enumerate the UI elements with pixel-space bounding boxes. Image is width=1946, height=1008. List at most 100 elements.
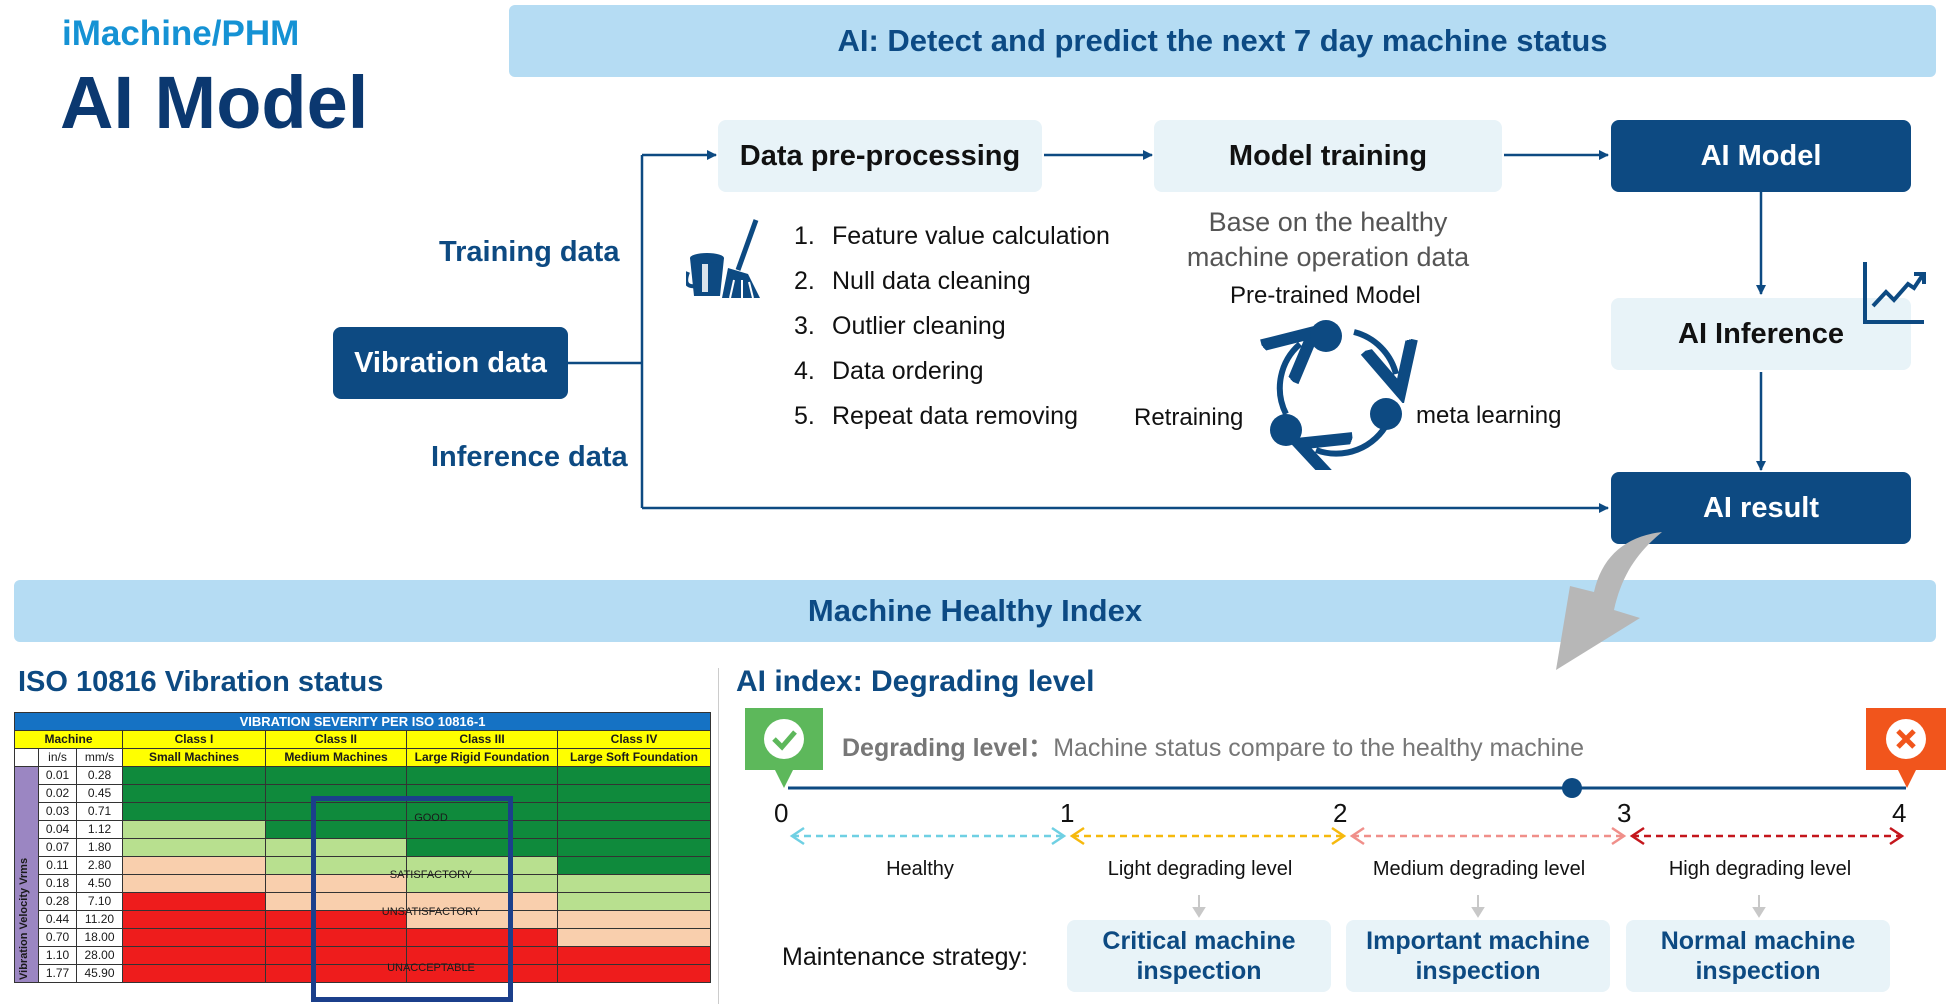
severity-cell [122,946,266,965]
mm-value: 0.71 [76,802,123,821]
zone-satisfactory: SATISFACTORY [389,869,473,881]
list-item: 2.Null data cleaning [794,267,1031,295]
arrow-head [789,826,805,846]
list-item: 1.Feature value calculation [794,222,1110,250]
zone-good: GOOD [414,812,448,824]
severity-cell [122,784,266,803]
class-desc: Large Soft Foundation [556,748,712,767]
severity-cell [265,874,407,893]
strategy-important: Important machine inspection [1346,920,1610,992]
severity-cell [406,820,558,839]
tick-label: 1 [1060,798,1075,828]
mm-value: 4.50 [76,874,123,893]
class-desc: Small Machines [122,748,266,767]
highlight-frame [311,796,513,1002]
training-data-label: Training data [439,236,620,268]
degrading-description: Machine status compare to the healthy ma… [1053,734,1585,762]
severity-cell [265,964,407,983]
brand-subtitle: iMachine/PHM [62,14,300,53]
ai-model-box: AI Model [1611,120,1911,192]
severity-cell [556,838,712,857]
healthy-marker-icon [745,708,823,788]
severity-cell [406,910,558,929]
mm-value: 7.10 [76,892,123,911]
severity-cell [122,928,266,947]
arrow-head [1889,826,1905,846]
section-divider [718,668,719,1004]
severity-cell [265,856,407,875]
class-header: Class II [265,730,407,749]
severity-cell [265,910,407,929]
alert-marker-icon [1866,708,1946,788]
severity-cell [122,874,266,893]
severity-cell [122,802,266,821]
strategy-critical: Critical machine inspection [1067,920,1331,992]
iso-severity-table: VIBRATION SEVERITY PER ISO 10816-1 Machi… [13,712,712,1002]
tick-label: 3 [1617,798,1632,828]
preprocessing-steps: 1.Feature value calculation 2.Null data … [794,222,1110,447]
severity-cell [556,964,712,983]
strategy-normal: Normal machine inspection [1626,920,1890,992]
class-header: Class III [406,730,558,749]
degrading-legend: Degrading level：Machine status compare t… [842,734,1585,762]
tick-label: 0 [774,798,789,828]
ai-section-title: AI index: Degrading level [736,665,1095,698]
in-value: 1.10 [38,946,77,965]
vibration-data-box: Vibration data [333,327,568,399]
trend-chart-icon [1863,262,1926,324]
severity-cell [122,856,266,875]
axis-cell [14,766,39,983]
machine-header: Machine [14,730,123,749]
model-training-box: Model training [1154,120,1502,192]
severity-cell [406,928,558,947]
base-on-text: Base on the healthy machine operation da… [1186,207,1470,272]
in-value: 0.03 [38,802,77,821]
list-item: 3.Outlier cleaning [794,312,1006,340]
severity-cell [265,838,407,857]
severity-cell [265,766,407,785]
current-level-marker [1562,778,1582,798]
tick-label: 2 [1333,798,1348,828]
list-item: 5.Repeat data removing [794,402,1078,430]
arrow-head [1069,826,1085,846]
level-label: High degrading level [1668,858,1852,880]
curved-arrow-icon [1556,532,1662,670]
zone-unacceptable: UNACCEPTABLE [387,962,475,974]
preprocessing-box: Data pre-processing [718,120,1042,192]
severity-cell [556,784,712,803]
level-label: Light degrading level [1107,858,1293,880]
class-desc: Medium Machines [265,748,407,767]
arrow-head [1331,826,1347,846]
arrow-head [1611,826,1627,846]
retraining-label: Retraining [1134,404,1244,431]
severity-cell [265,892,407,911]
severity-cell [406,874,558,893]
severity-cell [556,874,712,893]
severity-cell [406,946,558,965]
inference-data-label: Inference data [431,441,628,473]
severity-cell [556,820,712,839]
bucket-broom-icon [686,219,760,299]
arrow-head [1349,826,1365,846]
severity-cell [556,946,712,965]
unit-in-header: in/s [38,748,77,767]
meta-learning-label: meta learning [1416,402,1562,429]
degrading-label: Degrading level [842,734,1029,762]
ai-result-box: AI result [1611,472,1911,544]
list-item: 4.Data ordering [794,357,984,385]
severity-cell [406,838,558,857]
severity-cell [122,910,266,929]
mm-value: 45.90 [76,964,123,983]
arrow-head [1629,826,1645,846]
severity-cell [122,964,266,983]
cycle-icon [1260,320,1420,470]
level-label: Healthy [886,858,954,880]
